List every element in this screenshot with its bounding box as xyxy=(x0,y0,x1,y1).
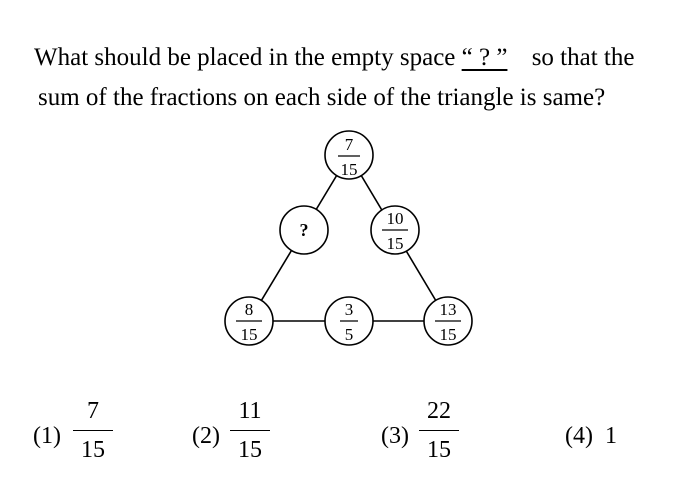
option-4[interactable]: (4) 1 xyxy=(565,395,645,475)
question-blank: “ ? ” xyxy=(461,44,508,71)
option-1-fraction: 7 15 xyxy=(73,395,113,466)
node-bottom-left-numerator: 8 xyxy=(245,300,254,319)
option-3-numerator: 22 xyxy=(427,398,451,424)
node-bottom-right: 13 15 xyxy=(423,296,473,346)
option-3-fraction-bar xyxy=(419,430,459,431)
option-2-fraction: 11 15 xyxy=(230,395,270,466)
option-3[interactable]: (3) 22 15 xyxy=(381,395,471,475)
node-right-mid: 10 15 xyxy=(370,205,420,255)
node-bottom-left: 8 15 xyxy=(224,296,274,346)
option-4-value: 1 xyxy=(605,423,617,449)
node-top-circle xyxy=(324,130,374,180)
node-bottom-mid: 3 5 xyxy=(324,296,374,346)
question-text: What should be placed in the empty space… xyxy=(0,0,700,120)
option-2-numerator: 11 xyxy=(238,398,262,424)
node-left-mid: ? xyxy=(279,205,329,255)
node-top-denominator: 15 xyxy=(341,160,358,179)
option-4-label: (4) xyxy=(565,423,593,449)
option-1[interactable]: (1) 7 15 xyxy=(33,395,123,475)
node-bottom-mid-numerator: 3 xyxy=(345,300,354,319)
node-bottom-left-denominator: 15 xyxy=(241,325,258,344)
node-top-numerator: 7 xyxy=(345,135,354,154)
question-line-1-start: What should be placed in the empty space xyxy=(34,44,456,71)
option-2-label: (2) xyxy=(192,423,220,449)
option-3-label: (3) xyxy=(381,423,409,449)
option-2-fraction-bar xyxy=(230,430,270,431)
option-1-fraction-bar xyxy=(73,430,113,431)
node-bottom-mid-denominator: 5 xyxy=(345,325,354,344)
node-bottom-right-denominator: 15 xyxy=(440,325,457,344)
node-top: 7 15 xyxy=(324,130,374,180)
question-line-1: What should be placed in the empty space… xyxy=(34,43,634,73)
question-line-2: sum of the fractions on each side of the… xyxy=(38,84,606,111)
option-3-denominator: 15 xyxy=(427,437,451,463)
option-2-denominator: 15 xyxy=(238,437,262,463)
question-line-1-end: so that the xyxy=(531,44,635,71)
node-right-mid-numerator: 10 xyxy=(387,209,404,228)
option-1-denominator: 15 xyxy=(81,437,105,463)
option-1-label: (1) xyxy=(33,423,61,449)
option-3-fraction: 22 15 xyxy=(419,395,459,466)
option-1-numerator: 7 xyxy=(87,398,99,424)
node-left-mid-circle xyxy=(279,205,329,255)
node-bottom-right-numerator: 13 xyxy=(440,300,457,319)
node-right-mid-denominator: 15 xyxy=(387,234,404,253)
option-2[interactable]: (2) 11 15 xyxy=(192,395,282,475)
node-left-mid-question: ? xyxy=(300,220,309,240)
